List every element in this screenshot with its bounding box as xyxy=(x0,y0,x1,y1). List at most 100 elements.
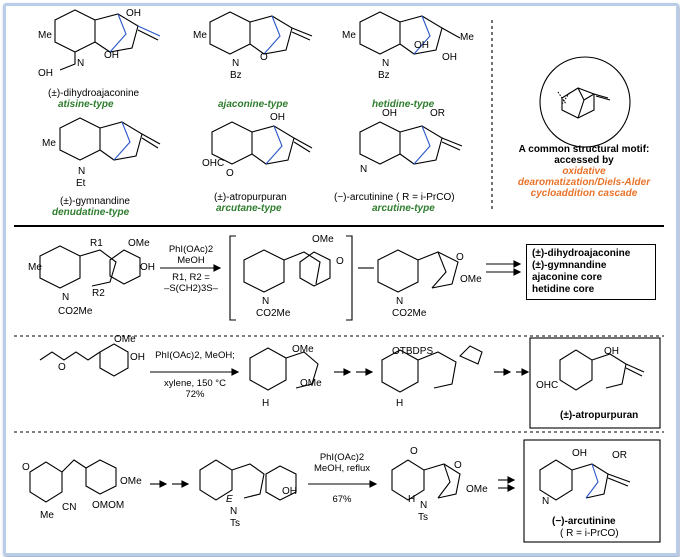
atom-me: Me xyxy=(342,30,356,41)
atom-me: Me xyxy=(28,262,42,273)
motif-method: dearomatization/Diels-Alder xyxy=(517,177,651,188)
route1-start xyxy=(39,245,141,289)
atom-bz: Bz xyxy=(378,70,390,81)
motif-method: oxidative xyxy=(562,166,606,177)
atom-oh: OH xyxy=(382,108,397,119)
struct-hetidine xyxy=(359,11,461,55)
atom-otbdps: OTBDPS xyxy=(392,346,434,357)
route3-conditions: PhI(OAc)2 MeOH, reflux xyxy=(314,452,370,474)
atom-ome: OMe xyxy=(312,234,334,245)
motif-method: cycloaddition cascade xyxy=(530,188,638,199)
route2-product-name: (±)-atropurpuran xyxy=(560,410,639,421)
route1-intermediate xyxy=(243,249,331,293)
atom-me: Me xyxy=(42,138,56,149)
product-item: (±)-gymnandine xyxy=(532,260,607,271)
bracket-right xyxy=(346,235,353,321)
atom-n: N xyxy=(420,500,428,511)
atom-ts: Ts xyxy=(418,512,428,523)
motif-structure xyxy=(557,87,611,119)
atom-cn: CN xyxy=(62,502,77,513)
route3-product-note: ( R = i-PrCO) xyxy=(560,528,619,539)
atom-r2: R2 xyxy=(92,288,105,299)
atom-me: Me xyxy=(460,32,474,43)
atom-oh: OH xyxy=(282,486,297,497)
struct-gymnandine xyxy=(59,117,161,161)
route1-adduct xyxy=(377,249,459,293)
atom-n: N xyxy=(262,296,270,307)
atropurpuran-box xyxy=(529,337,661,429)
atom-o: O xyxy=(336,256,344,267)
atom-ome: OMe xyxy=(466,484,488,495)
compound-type: arcutane-type xyxy=(216,203,282,214)
atom-oh: OH xyxy=(126,8,141,19)
atom-h: H xyxy=(262,398,270,409)
atom-ohc: OHC xyxy=(536,380,559,391)
atom-ome: OMe xyxy=(128,238,150,249)
bracket-left xyxy=(229,235,236,321)
compound-name: (±)-dihydroajaconine xyxy=(48,88,140,99)
compound-name: (±)-gymnandine xyxy=(60,196,130,207)
atom-oh: OH xyxy=(270,112,285,123)
struct-ajaconine xyxy=(209,11,313,55)
atom-co2me: CO2Me xyxy=(392,308,427,319)
atom-n: N xyxy=(232,58,240,69)
compound-type: atisine-type xyxy=(58,99,114,110)
compound-type: ajaconine-type xyxy=(218,99,289,110)
atom-e: E xyxy=(226,494,233,505)
atom-o: O xyxy=(226,168,234,179)
atom-oh: OH xyxy=(130,352,145,363)
route3-adduct xyxy=(391,459,461,501)
atom-o: O xyxy=(410,446,418,457)
atom-bz: Bz xyxy=(230,70,242,81)
atom-et: Et xyxy=(76,178,86,189)
atom-or: OR xyxy=(612,450,627,461)
route1-conditions: PhI(OAc)2 MeOH xyxy=(168,244,214,266)
motif-sub: accessed by xyxy=(554,155,614,166)
atom-ome: OMe xyxy=(460,274,482,285)
atom-me: Me xyxy=(193,30,207,41)
struct-arcutinine xyxy=(359,121,463,165)
route2-adduct xyxy=(249,347,319,391)
atom-oh: OH xyxy=(604,346,619,357)
route2-conditions: xylene, 150 °C 72% xyxy=(164,378,226,400)
product-item: (±)-dihydroajaconine xyxy=(532,248,631,259)
product-item: hetidine core xyxy=(532,284,595,295)
atom-ome: OMe xyxy=(114,334,136,345)
arcutinine-box xyxy=(523,439,661,543)
compound-type: arcutine-type xyxy=(372,203,435,214)
route3-intermediate xyxy=(199,459,297,501)
atom-co2me: CO2Me xyxy=(256,308,291,319)
route3-product-name: (−)-arcutinine xyxy=(552,516,616,527)
atom-ome: OMe xyxy=(292,344,314,355)
atom-oh: OH xyxy=(572,448,587,459)
atom-ome: OMe xyxy=(120,476,142,487)
atom-oh: OH xyxy=(442,52,457,63)
atom-o: O xyxy=(260,52,268,63)
route3-start xyxy=(29,459,117,503)
struct-atropurpuran xyxy=(211,121,313,165)
route1-conditions: R1, R2 = –S(CH2)3S– xyxy=(164,272,218,294)
atom-omom: OMOM xyxy=(92,500,125,511)
compound-type: denudatine-type xyxy=(52,207,130,218)
atom-co2me: CO2Me xyxy=(58,306,93,317)
atom-n: N xyxy=(542,496,550,507)
route3-yield: 67% xyxy=(332,494,352,505)
atom-or: OR xyxy=(430,108,445,119)
atom-oh: OH xyxy=(104,50,119,61)
atom-n: N xyxy=(382,58,390,69)
motif-caption: A common structural motif: accessed by o… xyxy=(506,144,662,199)
atom-ts: Ts xyxy=(230,518,240,529)
atom-r1: R1 xyxy=(90,238,103,249)
route1-products: (±)-dihydroajaconine (±)-gymnandine ajac… xyxy=(526,244,656,300)
atom-n: N xyxy=(396,296,404,307)
motif-circle xyxy=(539,56,631,148)
atom-h: H xyxy=(408,494,416,505)
atom-n: N xyxy=(62,292,70,303)
atom-n: N xyxy=(77,58,85,69)
route3-product xyxy=(539,459,631,501)
atom-n: N xyxy=(78,166,86,177)
route2-intermediate xyxy=(381,345,483,393)
atom-ome: OMe xyxy=(300,378,322,389)
atom-oh: OH xyxy=(38,68,53,79)
